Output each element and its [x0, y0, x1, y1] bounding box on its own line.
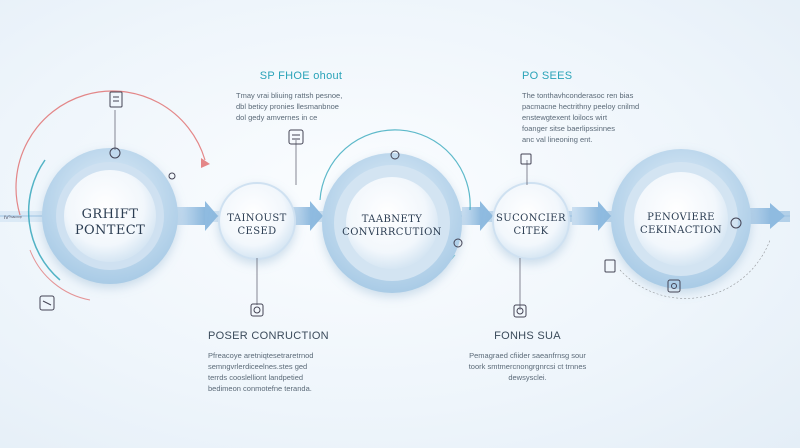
link-icon	[250, 303, 264, 317]
label-top-left-title: SP FHOE ohout	[259, 70, 343, 82]
label-bottom-right-desc-1: Pemagraed cfiider saeanfrnsg sour	[469, 351, 586, 360]
document-icon	[109, 91, 123, 108]
label-top-right-desc-3: enstewgtexent loilocs wirt	[522, 113, 608, 122]
node-3	[322, 153, 462, 293]
label-top-left-desc-3: dol gedy amvernes in ce	[236, 113, 318, 122]
flow-arrow-1	[175, 201, 218, 231]
label-bottom-right-desc-3: dewsysclei.	[508, 373, 547, 382]
label-top-left: SP FHOE ohout Tmay vrai bliuing rattsh p…	[236, 70, 366, 123]
label-bottom-right-title: FONHS SUA	[494, 330, 561, 342]
flow-arrow-3	[462, 201, 493, 231]
label-top-right-desc-1: The tonthavhconderasoc ren bias	[522, 91, 634, 100]
node-4	[492, 182, 570, 260]
label-top-left-desc-2: dbl beticy pronies llesmanbnoe	[236, 102, 339, 111]
label-bottom-left-desc-4: bedimeon conmotefne teranda.	[208, 384, 312, 393]
red-arc-top	[15, 90, 206, 216]
label-bottom-left-desc-1: Pfreacoye aretniqtesetraretrnod	[208, 351, 314, 360]
label-top-right-desc-2: pacmacne hectrithny peeloy cnilmd	[522, 102, 640, 111]
label-bottom-right: FONHS SUA Pemagraed cfiider saeanfrnsg s…	[460, 330, 595, 383]
label-bottom-left-title: POSER CONRUCTION	[208, 330, 329, 342]
flow-arrow-4	[572, 201, 611, 231]
side-label: Ⅳ⁰ⁿᵃⁿᵒᵒᵖ	[4, 215, 22, 221]
teal-arc-center	[319, 129, 471, 211]
cart-icon	[39, 295, 55, 311]
label-bottom-right-desc-2: toork smtmercnongrgnrcsi ct trnnes	[468, 362, 587, 371]
doc-small-icon	[604, 259, 616, 273]
small-node-icon-1	[109, 147, 742, 248]
target-icon	[667, 279, 681, 293]
label-top-right-desc-5: anc val lineoning ent.	[522, 135, 593, 144]
node-1	[42, 148, 178, 284]
gear-icon	[513, 304, 527, 318]
node-5	[611, 149, 751, 289]
teal-arc-left	[27, 159, 61, 281]
clipboard-icon	[288, 129, 304, 145]
red-arc-bottom	[29, 249, 91, 301]
connector-icon	[520, 153, 532, 165]
label-top-right-desc-4: foanger sitse baerlipssinnes	[522, 124, 615, 133]
label-bottom-left-desc-2: semngvrlerdiceelnes.stes ged	[208, 362, 308, 371]
label-bottom-left: POSER CONRUCTION Pfreacoye aretniqtesetr…	[208, 330, 348, 394]
label-top-left-desc-1: Tmay vrai bliuing rattsh pesnoe,	[236, 91, 343, 100]
label-top-right: PO SEES The tonthavhconderasoc ren bias …	[522, 70, 652, 145]
dashed-arc-right	[619, 239, 771, 299]
label-bottom-left-desc-3: terrds cooslelliont landpetied	[208, 373, 304, 382]
label-top-right-title: PO SEES	[522, 70, 573, 82]
